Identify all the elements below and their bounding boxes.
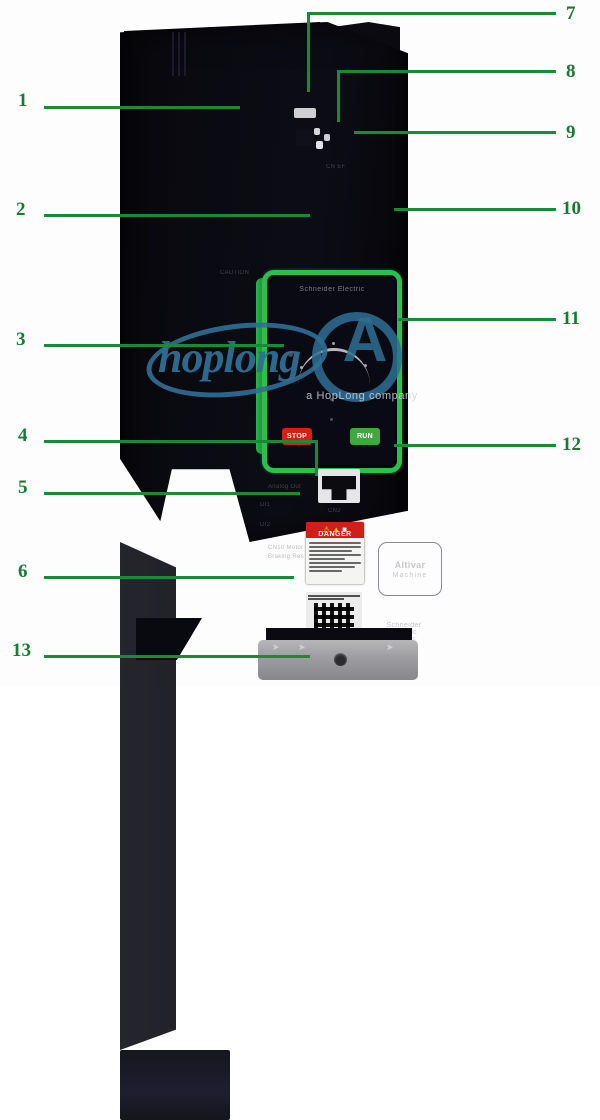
keypad-led-left <box>288 352 293 357</box>
silk-motor-terminals: CN10 Motor Braking Res <box>268 545 304 560</box>
read-manual-icon: ■ <box>342 525 347 534</box>
danger-symbol-row: ⚠ ▲ ■ <box>306 522 364 538</box>
bracket-arrow-left-icon: ➤ <box>272 643 280 653</box>
figure-canvas: ▲ CN EF CAUTION CN4 ENC (1) AI / AO +10V <box>12 3 581 1120</box>
bracket-arrow-right-icon: ➤ <box>386 643 394 653</box>
callout-number-8[interactable]: 8 <box>566 61 576 82</box>
callout-leader-10 <box>394 208 556 211</box>
silk-cn-ef: CN EF <box>326 164 346 170</box>
danger-body-text <box>306 538 364 576</box>
keypad-led-center <box>330 398 333 401</box>
warning-triangle-icon-label: ▲ <box>332 525 341 534</box>
keypad-face[interactable]: Schneider Electric STOP RUN <box>270 278 394 465</box>
callout-number-10[interactable]: 10 <box>562 198 581 219</box>
callout-leader-12 <box>394 444 556 447</box>
heatsink-foot-left <box>136 618 202 660</box>
keypad-led-lower <box>330 418 333 421</box>
callout-leader-2 <box>44 214 310 217</box>
callout-number-13[interactable]: 13 <box>12 640 31 661</box>
hazard-voltage-icon: ⚠ <box>323 525 331 534</box>
rj45-modbus-port[interactable] <box>318 469 360 503</box>
callout-leader-13 <box>44 655 310 658</box>
bracket-arrow-mid-icon: ➤ <box>298 643 306 653</box>
bottom-mounting-bracket: ➤ ➤ ➤ <box>258 640 418 680</box>
bracket-mounting-hole <box>334 653 347 666</box>
callout-leader-8-elbow <box>337 70 340 122</box>
callout-number-6[interactable]: 6 <box>18 561 28 582</box>
danger-warning-label: ⚠ ▲ ■ DANGER <box>306 522 364 584</box>
silk-di2: DI2 <box>260 522 271 528</box>
callout-leader-4-elbow <box>315 440 318 476</box>
top-terminal-connectors <box>292 108 352 154</box>
label-caption-lines <box>308 595 360 601</box>
product-image-altivar-drive: ▲ CN EF CAUTION CN4 ENC (1) AI / AO +10V <box>120 22 442 1120</box>
callout-number-12[interactable]: 12 <box>562 434 581 455</box>
rj45-slot <box>322 476 356 500</box>
terminal-shroud <box>296 130 314 146</box>
terminal-screw-1 <box>314 128 320 135</box>
callout-number-11[interactable]: 11 <box>562 308 580 329</box>
badge-line-1: Altivar <box>394 559 426 570</box>
callout-number-7[interactable]: 7 <box>566 3 576 24</box>
altivar-product-badge: Altivar Machine <box>378 542 442 596</box>
callout-leader-7-elbow <box>307 12 310 92</box>
silk-di1: DI1 <box>260 502 271 508</box>
callout-number-3[interactable]: 3 <box>16 329 26 350</box>
callout-number-5[interactable]: 5 <box>18 477 28 498</box>
callout-number-9[interactable]: 9 <box>566 122 576 143</box>
callout-leader-9 <box>354 131 556 134</box>
callout-leader-8 <box>337 70 556 73</box>
terminal-block-body <box>292 119 322 128</box>
callout-leader-7 <box>307 12 556 15</box>
silk-cn2: CN2 <box>328 508 341 514</box>
callout-leader-1 <box>44 106 240 109</box>
silk-analog-out: Analog Out <box>268 484 302 490</box>
navigation-ring[interactable] <box>298 348 370 385</box>
run-button[interactable]: RUN <box>350 428 380 445</box>
upper-recess-vent <box>120 32 230 1120</box>
keypad-brand-label: Schneider Electric <box>299 286 365 293</box>
callout-number-1[interactable]: 1 <box>18 90 28 111</box>
callout-leader-11 <box>398 318 556 321</box>
danger-heading: DANGER <box>318 531 352 538</box>
callout-leader-5 <box>44 492 300 495</box>
callout-leader-3 <box>44 344 284 347</box>
silk-caution: CAUTION <box>220 270 250 276</box>
callout-leader-4 <box>44 440 318 443</box>
callout-leader-6 <box>44 576 294 579</box>
terminal-screw-3 <box>316 141 323 149</box>
terminal-screw-2 <box>324 134 330 141</box>
terminal-clip-upper <box>294 108 316 118</box>
badge-line-2: Machine <box>392 571 428 579</box>
callout-number-2[interactable]: 2 <box>16 199 26 220</box>
callout-number-4[interactable]: 4 <box>18 425 28 446</box>
